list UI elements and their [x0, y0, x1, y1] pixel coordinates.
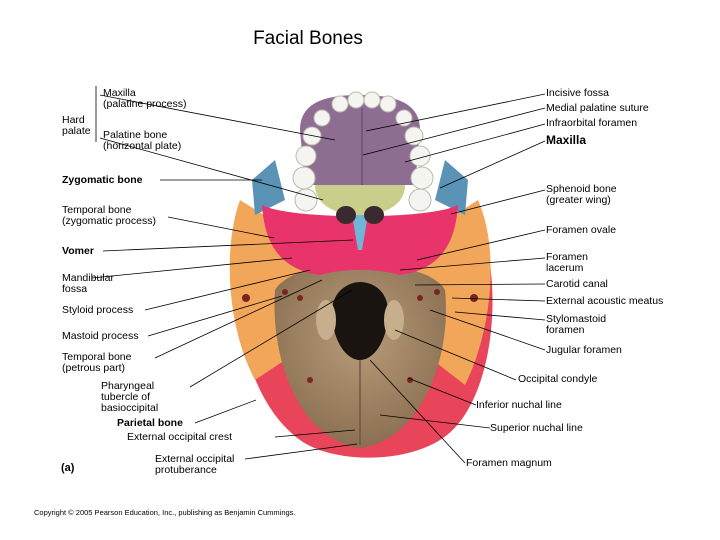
label-parietal-bone: Parietal bone [117, 417, 183, 429]
label-foramen-lacerum: Foramen lacerum [546, 251, 589, 274]
label-infraorbital-foramen: Infraorbital foramen [546, 117, 638, 129]
label-occipital-condyle: Occipital condyle [518, 373, 598, 385]
label-maxilla-palatine-process: Maxilla (palatine process) [103, 87, 187, 110]
label-external-occipital-protuberance: External occipital protuberance [155, 453, 235, 476]
label-pharyngeal-tubercle: Pharyngeal tubercle of basioccipital [101, 380, 159, 414]
label-temporal-bone-zygomatic: Temporal bone (zygomatic process) [62, 204, 156, 227]
slide-title: Facial Bones [253, 28, 363, 49]
zygomatic-arch-left [252, 160, 285, 215]
label-external-acoustic-meatus: External acoustic meatus [546, 295, 664, 307]
label-inferior-nuchal-line: Inferior nuchal line [476, 399, 562, 411]
label-medial-palatine-suture: Medial palatine suture [546, 102, 649, 114]
hard-palate-label: Hard palate [62, 114, 91, 137]
label-mastoid-process: Mastoid process [62, 330, 139, 342]
label-stylomastoid-foramen: Stylomastoid foramen [546, 313, 607, 336]
label-maxilla: Maxilla [546, 133, 587, 147]
zygomatic-arch-right [435, 160, 468, 215]
label-vomer: Vomer [62, 245, 94, 257]
label-palatine-bone: Palatine bone (horizontal plate) [103, 129, 182, 152]
label-temporal-bone-petrous: Temporal bone (petrous part) [62, 351, 132, 374]
label-mandibular-fossa: Mandibular fossa [62, 272, 114, 295]
label-superior-nuchal-line: Superior nuchal line [490, 422, 583, 434]
label-external-occipital-crest: External occipital crest [127, 431, 233, 443]
label-jugular-foramen: Jugular foramen [546, 344, 622, 356]
label-styloid-process: Styloid process [62, 304, 134, 316]
palatine-bone [315, 185, 405, 215]
foramen-magnum [332, 282, 388, 360]
label-foramen-magnum: Foramen magnum [466, 457, 552, 469]
panel-letter: (a) [61, 462, 75, 474]
vomer [352, 215, 368, 250]
label-incisive-fossa: Incisive fossa [546, 87, 610, 99]
label-carotid-canal: Carotid canal [546, 278, 608, 290]
label-foramen-ovale: Foramen ovale [546, 224, 617, 236]
copyright-notice: Copyright © 2005 Pearson Education, Inc.… [34, 508, 296, 517]
label-zygomatic-bone: Zygomatic bone [62, 174, 143, 186]
label-sphenoid-bone: Sphenoid bone (greater wing) [546, 183, 617, 206]
